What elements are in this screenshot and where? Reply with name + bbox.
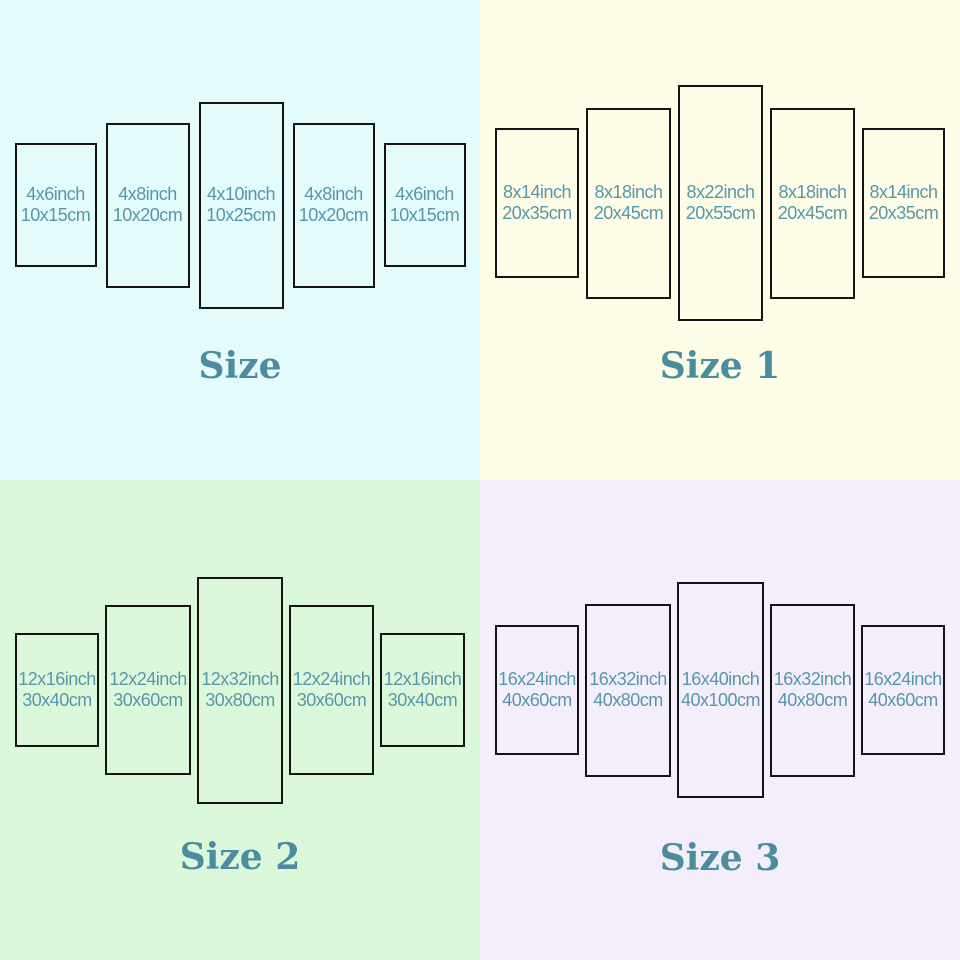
panel-cm-label: 40x100cm <box>680 690 761 710</box>
panel-cm-label: 10x20cm <box>112 205 183 225</box>
panel-inch-label: 4x8inch <box>304 184 363 204</box>
panel-inch-label: 16x32inch <box>773 669 852 689</box>
panel-inch-label: 16x24inch <box>498 669 576 689</box>
panel-cm-label: 40x60cm <box>868 690 938 710</box>
panel-inch-label: 8x14inch <box>869 182 938 202</box>
panel-inch-label: 12x24inch <box>292 669 371 689</box>
panel-inch-label: 4x8inch <box>118 184 177 204</box>
panel-inch-label: 16x32inch <box>589 669 667 689</box>
panel-inch-label: 8x18inch <box>778 182 847 202</box>
panel-cm-label: 10x15cm <box>389 205 460 225</box>
panel-cm-label: 10x20cm <box>298 205 369 225</box>
panel-cm-label: 10x25cm <box>206 205 276 225</box>
panel-cm-label: 40x80cm <box>593 690 663 710</box>
size-title: Size <box>198 345 282 387</box>
panel-inch-label: 4x6inch <box>26 184 85 204</box>
panel-cm-label: 20x45cm <box>593 203 664 223</box>
panel-inch-label: 12x24inch <box>109 669 187 689</box>
panel-cm-label: 10x15cm <box>20 205 91 225</box>
panel-inch-label: 16x24inch <box>864 669 942 689</box>
panel-cm-label: 20x55cm <box>685 203 756 223</box>
panel-cm-label: 20x45cm <box>777 203 848 223</box>
panel-inch-label: 4x10inch <box>206 184 276 204</box>
panel-cm-label: 30x80cm <box>205 690 275 710</box>
panel-inch-label: 12x16inch <box>383 669 462 689</box>
panel-cm-label: 30x60cm <box>113 690 183 710</box>
panel-inch-label: 8x18inch <box>594 182 663 202</box>
panel-cm-label: 30x40cm <box>387 690 458 710</box>
panel-inch-label: 12x16inch <box>18 669 96 689</box>
panel-inch-label: 16x40inch <box>681 669 760 689</box>
panel-inch-label: 8x22inch <box>686 182 755 202</box>
size-title: Size 2 <box>179 836 301 878</box>
panel-inch-label: 8x14inch <box>502 182 572 202</box>
panel-inch-label: 4x6inch <box>395 184 454 204</box>
panel-cm-label: 30x40cm <box>22 690 92 710</box>
panel-cm-label: 20x35cm <box>868 203 939 223</box>
size-title: Size 3 <box>659 837 781 879</box>
panel-cm-label: 40x60cm <box>502 690 572 710</box>
panel-cm-label: 30x60cm <box>296 690 367 710</box>
panel-cm-label: 20x35cm <box>502 203 572 223</box>
size-title: Size 1 <box>659 345 781 387</box>
panel-cm-label: 40x80cm <box>777 690 848 710</box>
panel-inch-label: 12x32inch <box>201 669 279 689</box>
